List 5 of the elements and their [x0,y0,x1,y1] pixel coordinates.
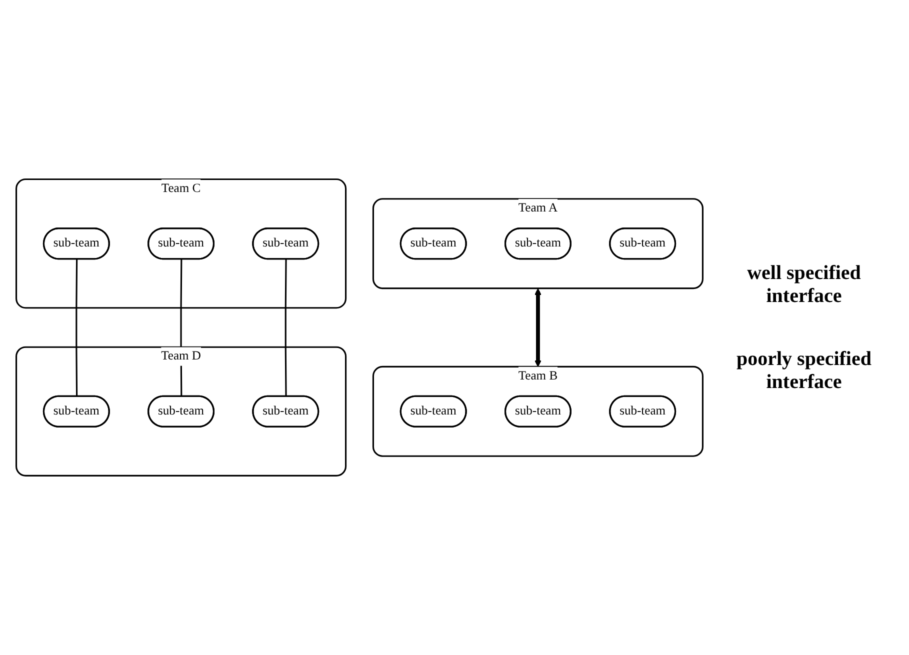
connector [284,259,287,397]
note-text: well specified interface [746,262,862,308]
note-text: poorly specified interface [736,348,872,394]
arrow [534,288,542,368]
connector [76,259,78,397]
